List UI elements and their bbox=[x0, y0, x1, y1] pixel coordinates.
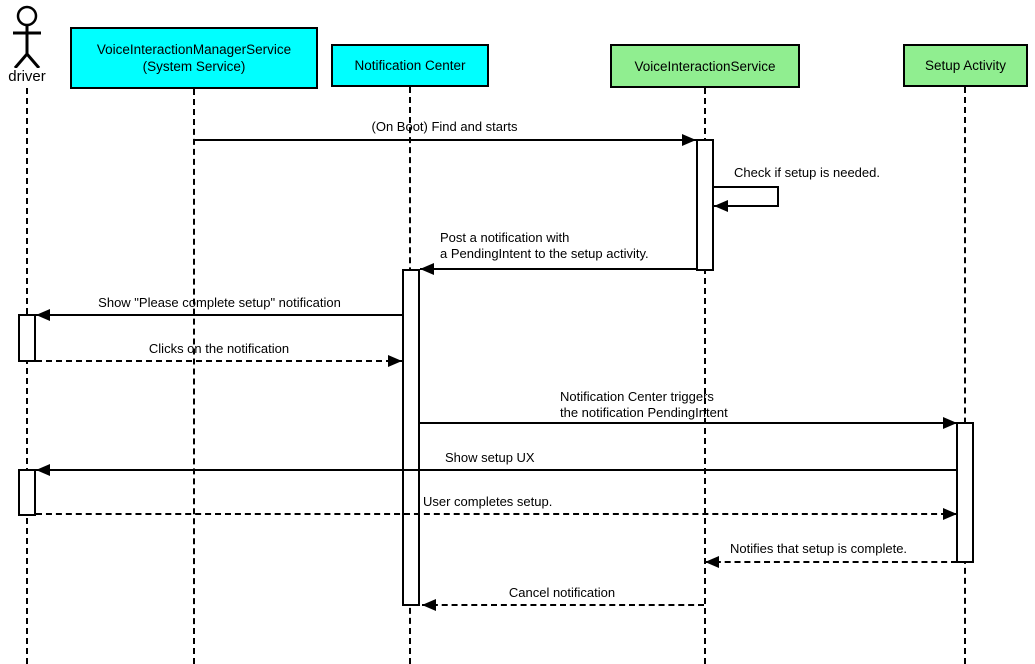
activation-driver-2 bbox=[18, 469, 36, 516]
message-clicks-notification-arrowhead bbox=[388, 355, 402, 367]
message-user-completes-setup-arrowhead bbox=[943, 508, 957, 520]
participant-sublabel: (System Service) bbox=[142, 59, 246, 74]
activation-driver-1 bbox=[18, 314, 36, 362]
message-notifies-complete-label: Notifies that setup is complete. bbox=[730, 541, 908, 556]
actor-label: driver bbox=[8, 68, 46, 85]
activation-notification-center bbox=[402, 269, 420, 606]
participant-label: VoiceInteractionManagerService bbox=[96, 42, 292, 57]
participant-notification-center: Notification Center bbox=[331, 44, 489, 87]
message-cancel-notification-arrowhead bbox=[422, 599, 436, 611]
lifeline-voice-interaction-service bbox=[704, 88, 706, 664]
message-show-setup-ux-arrowhead bbox=[36, 464, 50, 476]
message-cancel-notification-label: Cancel notification bbox=[508, 585, 616, 600]
activation-setup-activity bbox=[956, 422, 974, 563]
message-show-setup-ux-label: Show setup UX bbox=[445, 450, 535, 465]
message-trigger-pendingintent-arrowhead bbox=[943, 417, 957, 429]
message-check-setup-line-right bbox=[777, 186, 779, 207]
participant-voice-interaction-service: VoiceInteractionService bbox=[610, 44, 800, 88]
message-clicks-notification-label: Clicks on the notification bbox=[148, 341, 290, 356]
message-user-completes-setup-line bbox=[36, 513, 957, 515]
message-notifies-complete-arrowhead bbox=[705, 556, 719, 568]
message-user-completes-setup-label: User completes setup. bbox=[423, 494, 553, 509]
lifeline-driver bbox=[26, 88, 28, 664]
message-show-notification-label: Show "Please complete setup" notificatio… bbox=[98, 295, 341, 310]
stick-figure-icon bbox=[13, 5, 41, 68]
lifeline-voice-interaction-manager-service bbox=[193, 89, 195, 664]
message-check-setup-arrowhead bbox=[714, 200, 728, 212]
message-clicks-notification-line bbox=[36, 360, 402, 362]
message-show-notification-arrowhead bbox=[36, 309, 50, 321]
message-post-notification-line bbox=[420, 268, 698, 270]
message-post-notification-arrowhead bbox=[420, 263, 434, 275]
participant-voice-interaction-manager-service: VoiceInteractionManagerService (System S… bbox=[70, 27, 318, 89]
participant-setup-activity: Setup Activity bbox=[903, 44, 1028, 87]
lifeline-setup-activity bbox=[964, 87, 966, 664]
message-show-notification-line bbox=[36, 314, 403, 316]
message-check-setup-line-bottom bbox=[713, 205, 779, 207]
message-trigger-pendingintent-line bbox=[420, 422, 957, 424]
message-on-boot-arrowhead bbox=[682, 134, 696, 146]
message-show-setup-ux-line bbox=[36, 469, 957, 471]
message-check-setup-line-top bbox=[713, 186, 779, 188]
participant-label: Setup Activity bbox=[924, 58, 1007, 73]
participant-label: Notification Center bbox=[354, 58, 466, 73]
activation-voice-interaction-service bbox=[696, 139, 714, 271]
message-on-boot-line bbox=[193, 139, 696, 141]
message-notifies-complete-line bbox=[705, 561, 957, 563]
message-on-boot-label: (On Boot) Find and starts bbox=[371, 119, 518, 134]
message-check-setup-label: Check if setup is needed. bbox=[734, 165, 880, 180]
participant-label: VoiceInteractionService bbox=[634, 58, 776, 74]
message-cancel-notification-line bbox=[422, 604, 704, 606]
